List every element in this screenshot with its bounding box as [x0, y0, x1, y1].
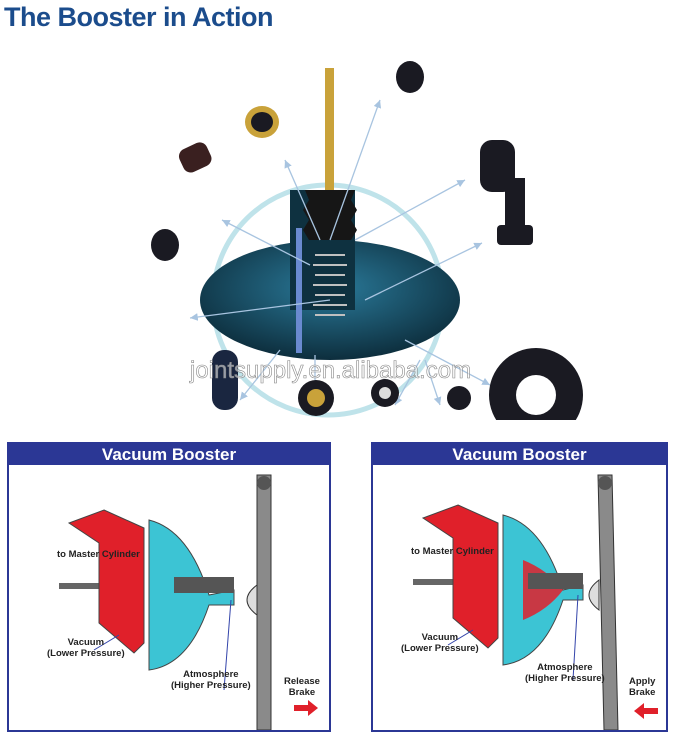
vacuum-label: Vacuum — [421, 632, 459, 643]
spare-parts — [151, 61, 583, 420]
release-arrow-icon — [294, 700, 318, 716]
vacuum-chamber — [421, 504, 499, 649]
vacuum-sublabel: (Lower Pressure) — [47, 648, 125, 659]
atmosphere-label: Atmosphere — [537, 662, 593, 673]
sleeve-part — [505, 178, 525, 233]
atmosphere-sublabel: (Higher Pressure) — [171, 680, 251, 691]
push-rod — [325, 68, 334, 193]
page-title: The Booster in Action — [4, 2, 274, 32]
atmosphere-chamber — [148, 519, 235, 671]
brake-pedal — [597, 474, 619, 730]
boot-part — [212, 350, 238, 410]
booster-exploded-illustration: jointsupply.en.alibaba.com — [151, 61, 583, 420]
grommet-part — [396, 61, 424, 93]
brake-pedal — [256, 474, 272, 730]
vacuum-sublabel: (Lower Pressure) — [401, 643, 479, 654]
action-label-2: Brake — [629, 687, 656, 698]
booster-diagram — [413, 474, 658, 730]
booster-diagram — [59, 474, 318, 730]
vacuum-chamber — [67, 509, 145, 654]
cap-part — [151, 229, 179, 261]
to-master-cylinder-label: to Master Cylinder — [57, 549, 140, 560]
vacuum-label: Vacuum — [67, 637, 105, 648]
vacuum-booster-apply-panel: Vacuum Booster to Master Cylinder Vacuum… — [371, 442, 668, 732]
watermark: jointsupply.en.alibaba.com — [189, 357, 471, 384]
vacuum-booster-release-panel: Vacuum Booster to Master Cylinder Vacuum… — [7, 442, 331, 732]
to-master-cylinder-label: to Master Cylinder — [411, 546, 494, 557]
panel-header: Vacuum Booster — [9, 444, 329, 465]
atmosphere-label: Atmosphere — [183, 669, 239, 680]
panel-header: Vacuum Booster — [373, 444, 666, 465]
rubber-boot — [303, 190, 357, 240]
action-label: Release — [284, 676, 320, 687]
valve-part — [178, 142, 212, 173]
atmosphere-sublabel: (Higher Pressure) — [525, 673, 605, 684]
action-label: Apply — [629, 676, 656, 687]
apply-arrow-icon — [634, 703, 658, 719]
action-label-2: Brake — [288, 687, 316, 698]
